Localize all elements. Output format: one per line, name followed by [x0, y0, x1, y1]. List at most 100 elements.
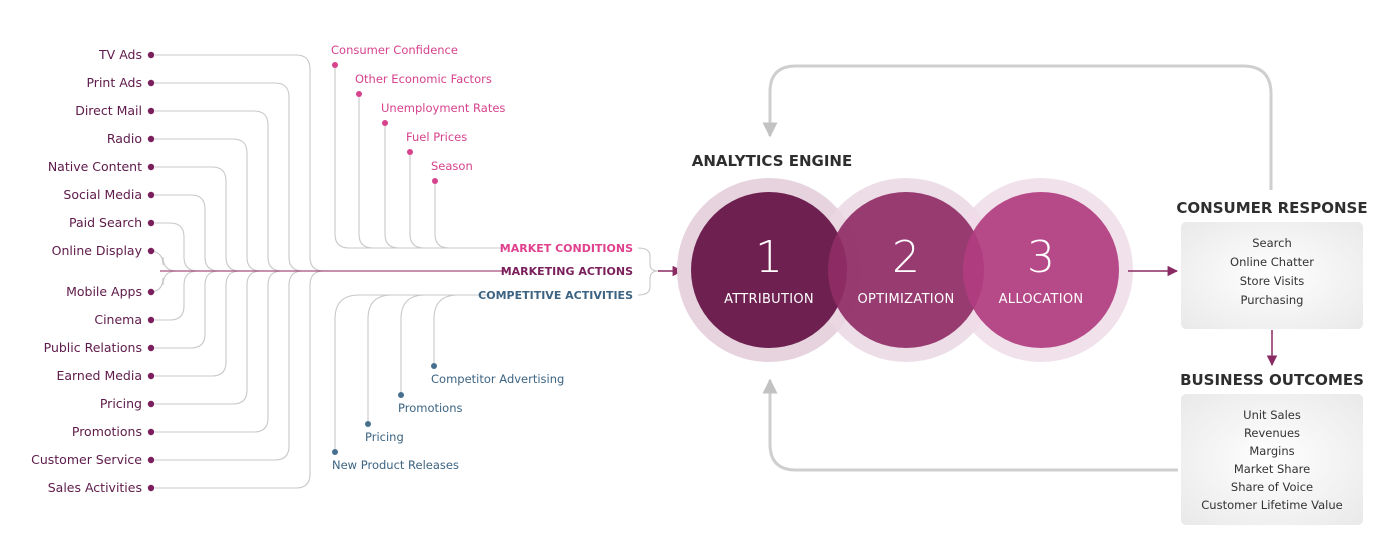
group-market-conditions: MARKET CONDITIONS	[500, 242, 633, 255]
marketing-input-print-ads: Print Ads	[86, 75, 142, 90]
competitive-factor-pricing: Pricing	[365, 430, 404, 444]
economic-connector	[384, 126, 505, 249]
marketing-input-native-content: Native Content	[48, 159, 142, 174]
marketing-input-customer-service: Customer Service	[31, 452, 142, 467]
competitive-factor-dot	[398, 392, 404, 398]
marketing-input-sales-activities: Sales Activities	[48, 480, 142, 495]
marketing-input-dot	[147, 400, 155, 408]
marketing-connector	[155, 222, 199, 272]
marketing-input-pricing: Pricing	[100, 396, 142, 411]
marketing-connector	[155, 270, 241, 377]
consumer-response-box	[1181, 222, 1363, 329]
stage-label-allocation: ALLOCATION	[999, 292, 1084, 307]
business-outcomes-title: BUSINESS OUTCOMES	[1180, 371, 1364, 389]
marketing-connector	[155, 54, 325, 272]
competitive-factor-new-product-releases: New Product Releases	[332, 458, 459, 472]
economic-factor-dot	[382, 120, 388, 126]
marketing-input-social-media: Social Media	[63, 187, 142, 202]
marketing-connector	[155, 166, 241, 272]
business-outcome-item-revenues: Revenues	[1244, 426, 1300, 440]
marketing-input-cinema: Cinema	[94, 312, 142, 327]
marketing-connector	[148, 270, 178, 293]
marketing-input-online-display: Online Display	[52, 243, 143, 258]
economic-factor-unemployment-rates: Unemployment Rates	[381, 101, 505, 115]
marketing-input-dot	[147, 372, 155, 380]
marketing-input-promotions: Promotions	[72, 424, 142, 439]
marketing-connector	[155, 82, 304, 272]
group-marketing-actions: MARKETING ACTIONS	[501, 265, 633, 278]
marketing-input-dot	[147, 428, 155, 436]
business-outcomes-box	[1181, 394, 1363, 525]
business-outcome-item-unit-sales: Unit Sales	[1243, 408, 1301, 422]
consumer-response-item-purchasing: Purchasing	[1241, 293, 1304, 307]
attribution-circle	[691, 192, 847, 348]
marketing-input-dot	[147, 288, 155, 296]
economic-factor-season: Season	[431, 159, 473, 173]
competitive-factor-dot	[365, 421, 371, 427]
stage-label-attribution: ATTRIBUTION	[724, 292, 814, 307]
optimization-circle	[828, 192, 984, 348]
feedback-loop-bottom	[762, 378, 1178, 472]
marketing-input-dot	[147, 247, 155, 255]
feedback-loop-top	[762, 64, 1273, 190]
marketing-input-dot	[147, 191, 155, 199]
connector-lines	[148, 54, 505, 489]
marketing-input-dot	[147, 344, 155, 352]
allocation-circle	[963, 192, 1119, 348]
marketing-connector	[148, 250, 178, 272]
economic-factor-dot	[332, 62, 338, 68]
economic-connector	[358, 97, 505, 249]
consumer-response-title: CONSUMER RESPONSE	[1176, 199, 1367, 217]
business-outcome-item-market-share: Market Share	[1234, 462, 1310, 476]
marketing-input-radio: Radio	[107, 131, 142, 146]
marketing-input-paid-search: Paid Search	[69, 215, 142, 230]
economic-factor-dot	[432, 178, 438, 184]
marketing-input-public-relations: Public Relations	[44, 340, 142, 355]
marketing-connector	[155, 138, 262, 272]
economic-connector	[434, 184, 505, 249]
group-bracket-bottom	[637, 270, 659, 296]
marketing-input-earned-media: Earned Media	[56, 368, 142, 383]
economic-factor-other-economic-factors: Other Economic Factors	[355, 72, 492, 86]
business-outcome-item-share-of-voice: Share of Voice	[1231, 480, 1313, 494]
marketing-input-tv-ads: TV Ads	[98, 47, 142, 62]
stage-number-1: 1	[755, 232, 783, 283]
competitive-factor-dot	[332, 449, 338, 455]
consumer-response-item-store-visits: Store Visits	[1240, 274, 1305, 288]
marketing-connector	[155, 270, 283, 433]
consumer-response-item-online-chatter: Online Chatter	[1230, 255, 1314, 269]
economic-factor-dot	[407, 149, 413, 155]
marketing-input-dot	[147, 107, 155, 115]
marketing-input-dot	[147, 163, 155, 171]
marketing-input-mobile-apps: Mobile Apps	[66, 284, 142, 299]
marketing-connector	[155, 270, 262, 405]
competitive-factors-list: Competitor AdvertisingPromotionsPricingN…	[332, 363, 564, 472]
marketing-input-dot	[147, 456, 155, 464]
competitive-connector	[334, 294, 490, 449]
marketing-connector	[155, 270, 220, 349]
economic-factor-consumer-confidence: Consumer Confidence	[331, 43, 458, 57]
economic-factor-dot	[356, 91, 362, 97]
marketing-input-dot	[147, 316, 155, 324]
business-outcome-item-customer-lifetime-value: Customer Lifetime Value	[1201, 498, 1342, 512]
competitive-factor-dot	[431, 363, 437, 369]
marketing-connector	[155, 270, 304, 461]
marketing-connector	[155, 270, 325, 489]
marketing-connector	[155, 270, 199, 321]
marketing-input-dot	[147, 135, 155, 143]
competitive-factor-competitor-advertising: Competitor Advertising	[431, 372, 564, 386]
business-outcome-item-margins: Margins	[1249, 444, 1294, 458]
consumer-response-item-search: Search	[1252, 236, 1292, 250]
marketing-input-dot	[147, 484, 155, 492]
stage-number-3: 3	[1027, 232, 1055, 283]
analytics-engine-title: ANALYTICS ENGINE	[692, 152, 852, 170]
competitive-factor-promotions: Promotions	[398, 401, 463, 415]
marketing-input-dot	[147, 219, 155, 227]
group-bracket-top	[637, 247, 659, 272]
marketing-input-dot	[147, 51, 155, 59]
